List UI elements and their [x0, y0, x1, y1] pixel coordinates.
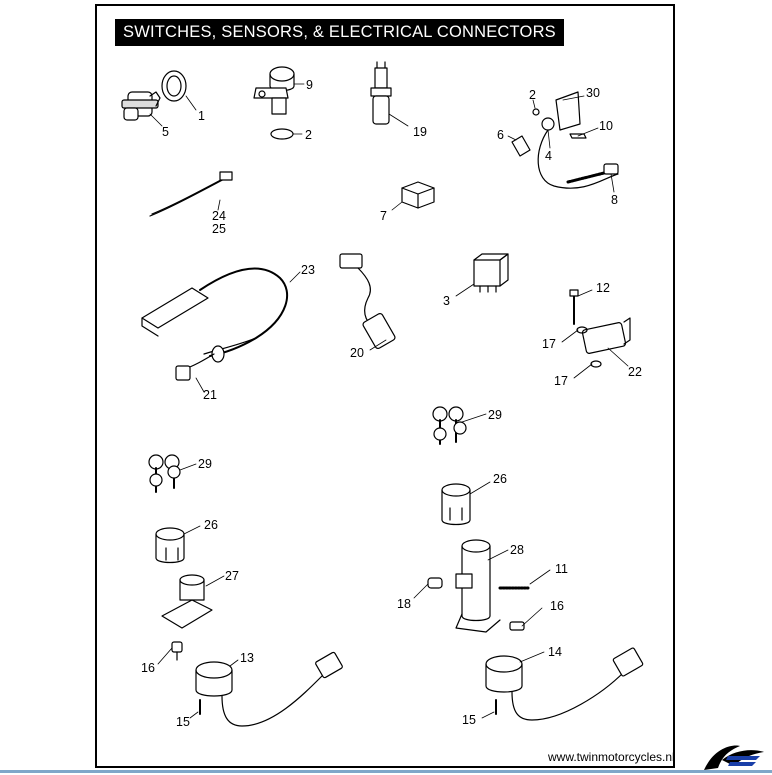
- part-13-coil-left: [195, 651, 343, 727]
- callout-27: 27: [225, 569, 239, 583]
- callout-21: 21: [203, 388, 217, 402]
- part-1-washer: [161, 70, 187, 102]
- page-frame: [95, 4, 675, 768]
- part-18-plug: [427, 577, 443, 589]
- part-6-clip: [511, 135, 531, 157]
- part-4-sensor: [532, 108, 619, 189]
- callout-8: 8: [611, 193, 618, 207]
- part-30-bracket: [555, 91, 581, 131]
- callout-25: 25: [212, 222, 226, 236]
- part-23-harness: [141, 267, 289, 357]
- part-29-keys-right: [432, 406, 467, 445]
- part-22-connector: [581, 317, 631, 354]
- callout-24: 24: [212, 209, 226, 223]
- part-19-switch: [370, 61, 392, 125]
- part-17-washer-lower: [590, 360, 602, 368]
- callout-6: 6: [497, 128, 504, 142]
- callout-29-right: 29: [488, 408, 502, 422]
- part-16-screw-right: [509, 621, 525, 631]
- part-26-cylinder-right: [441, 483, 471, 526]
- callout-26-left: 26: [204, 518, 218, 532]
- callout-23: 23: [301, 263, 315, 277]
- part-3-relay: [473, 253, 509, 293]
- callout-22: 22: [628, 365, 642, 379]
- part-27-lock-housing: [161, 574, 213, 629]
- diagram-title: SWITCHES, SENSORS, & ELECTRICAL CONNECTO…: [115, 19, 564, 46]
- callout-13: 13: [240, 651, 254, 665]
- callout-17-lower: 17: [554, 374, 568, 388]
- callout-3: 3: [443, 294, 450, 308]
- part-5-switch: [121, 91, 161, 121]
- bottom-rule: [0, 770, 772, 773]
- part-12-bolt: [569, 289, 579, 325]
- callout-12: 12: [596, 281, 610, 295]
- part-16-screw-left: [171, 641, 183, 661]
- wings-logo-icon: [704, 745, 764, 770]
- callout-20: 20: [350, 346, 364, 360]
- part-29-keys-left: [148, 454, 181, 493]
- part-7-fuse: [401, 181, 435, 209]
- callout-17-upper: 17: [542, 337, 556, 351]
- part-28-ignition-switch: [455, 539, 501, 633]
- callout-16-left: 16: [141, 661, 155, 675]
- footer-website[interactable]: www.twinmotorcycles.nl: [548, 750, 675, 764]
- callout-29-left: 29: [198, 457, 212, 471]
- callout-30: 30: [586, 86, 600, 100]
- part-20-o2-sensor: [339, 253, 396, 349]
- callouts: 1 5 9 2 19 2 30 10 6 4 8 24 25 7 23 3 20…: [141, 78, 642, 729]
- callout-14: 14: [548, 645, 562, 659]
- callout-15-right: 15: [462, 713, 476, 727]
- callout-1: 1: [198, 109, 205, 123]
- callout-19: 19: [413, 125, 427, 139]
- callout-4: 4: [545, 149, 552, 163]
- callout-2-left: 2: [305, 128, 312, 142]
- callout-11: 11: [555, 562, 568, 576]
- callout-18: 18: [397, 597, 411, 611]
- callout-5: 5: [162, 125, 169, 139]
- callout-15-left: 15: [176, 715, 190, 729]
- callout-9: 9: [306, 78, 313, 92]
- callout-26-right: 26: [493, 472, 507, 486]
- part-26-cylinder-left: [155, 527, 185, 564]
- callout-7: 7: [380, 209, 387, 223]
- callout-16-right: 16: [550, 599, 564, 613]
- part-2-o-ring: [270, 128, 294, 140]
- callout-28: 28: [510, 543, 524, 557]
- part-17-washer-upper: [576, 326, 588, 334]
- callout-10: 10: [599, 119, 613, 133]
- part-24-cable-tie: [149, 171, 233, 217]
- callout-2-right: 2: [529, 88, 536, 102]
- part-21-sensor: [175, 345, 225, 381]
- part-14-coil-right: [485, 647, 644, 721]
- leader-lines: [149, 83, 629, 719]
- part-9-sensor: [253, 66, 295, 115]
